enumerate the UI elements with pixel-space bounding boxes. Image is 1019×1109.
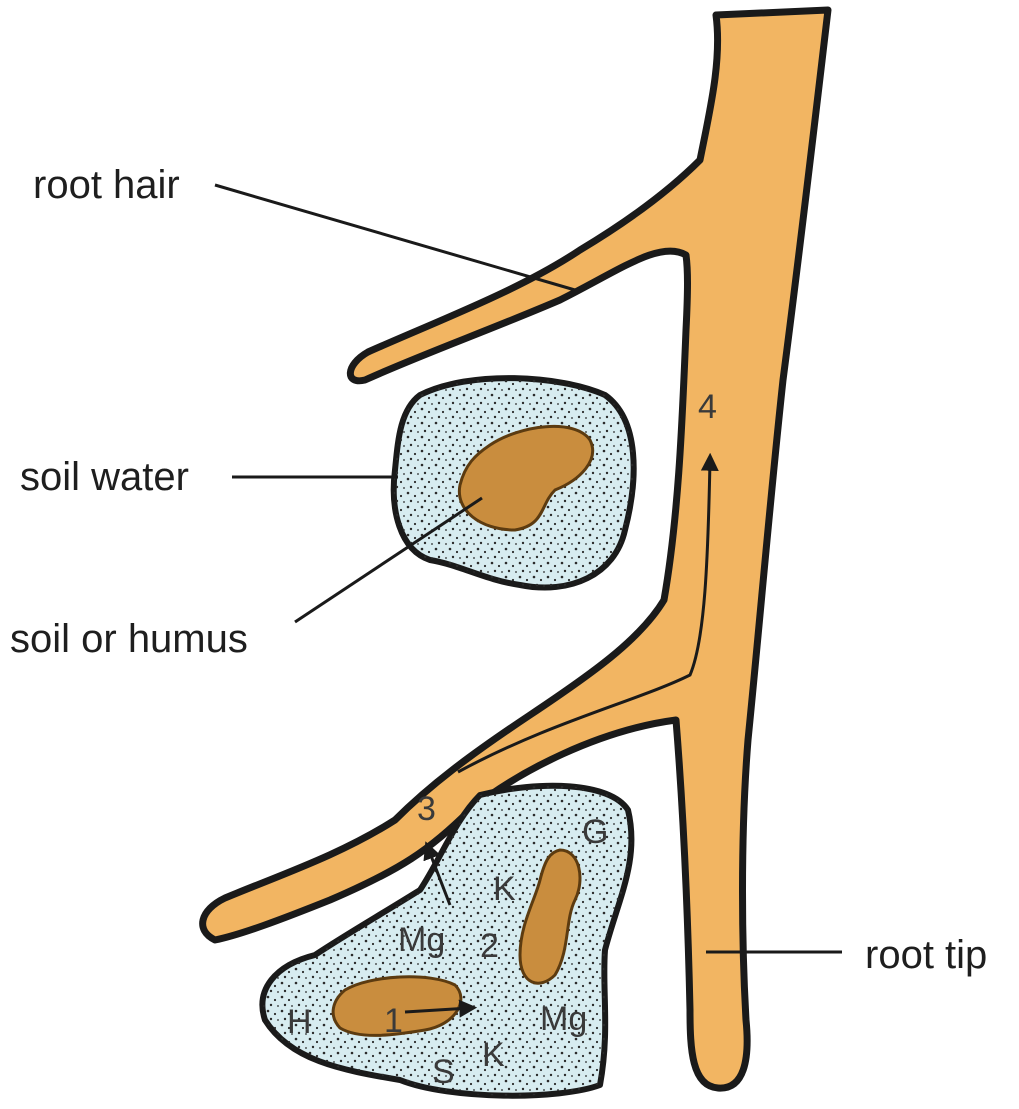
step-3-number: 3: [417, 790, 436, 828]
step-4-number: 4: [698, 388, 717, 426]
step-2-number: 2: [480, 927, 499, 965]
ion-s: S: [432, 1053, 455, 1091]
ion-k-upper: K: [493, 870, 516, 908]
label-soil-or-humus: soil or humus: [10, 617, 248, 661]
label-root-hair: root hair: [33, 163, 180, 207]
ion-mg-right: Mg: [540, 1000, 587, 1038]
step-1-number: 1: [384, 1002, 403, 1040]
ion-k-lower: K: [482, 1036, 505, 1074]
ion-h: H: [287, 1003, 312, 1041]
label-soil-water: soil water: [20, 455, 189, 499]
leader-root-hair: [215, 185, 575, 290]
label-root-tip: root tip: [865, 933, 987, 977]
ion-mg-left: Mg: [398, 921, 445, 959]
ion-g: G: [582, 813, 608, 851]
